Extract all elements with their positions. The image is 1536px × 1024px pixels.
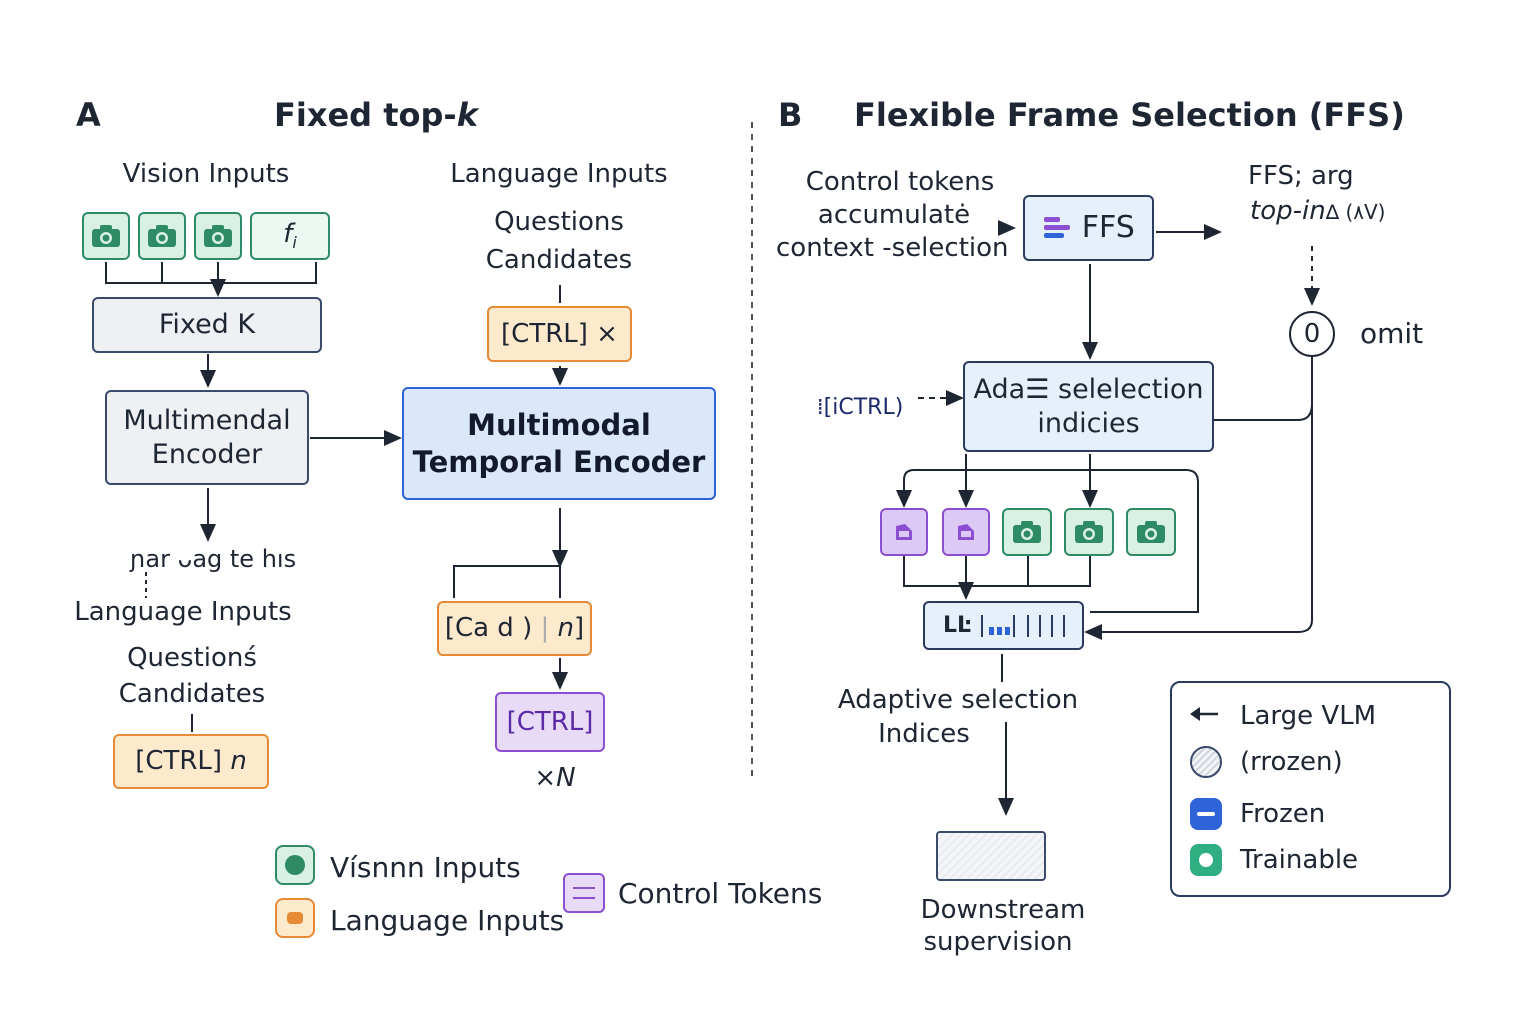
camera-icon <box>194 212 242 260</box>
arrow-left-icon <box>1188 702 1222 726</box>
candidates-bottom: Candidates <box>118 679 266 709</box>
ada-line-1: Ada☰ selelection <box>973 373 1204 405</box>
times-n-var: N <box>556 763 576 793</box>
ada-line-2: indicies <box>1037 407 1140 439</box>
multimendal-encoder-box: Multimendal Encoder <box>105 390 309 485</box>
ffs-icon <box>1044 217 1071 238</box>
candidates-top: Candidates <box>485 245 633 275</box>
trainable-icon <box>1190 844 1222 876</box>
cad-box: [Ca d ) | n] <box>437 601 592 656</box>
questions-top: Questions <box>494 207 624 237</box>
camera-icon <box>138 212 186 260</box>
zero-node: 0 <box>1289 311 1335 357</box>
ctrl-n-text: [CTRL] <box>135 746 223 777</box>
times-symbol: × <box>534 763 557 793</box>
frame-glyph-sub: i <box>292 233 297 253</box>
downstream-line-2: supervision <box>923 927 1073 957</box>
panel-a-title-k: k <box>456 96 478 134</box>
control-token-icon <box>880 508 928 556</box>
selection-bar-box: LĿ <box>923 601 1084 650</box>
control-line-1: Control tokens <box>805 167 995 197</box>
ffs-arg-italic: top-in <box>1250 196 1326 226</box>
temporal-line-2: Temporal Encoder <box>412 444 706 479</box>
vision-legend-icon <box>275 845 315 885</box>
adaptive-line-1: Adaptive selection <box>837 685 1079 715</box>
vision-inputs-label: Vision Inputs <box>122 159 290 189</box>
cad-var: n <box>557 613 575 644</box>
panel-b-title: Flexible Frame Selection (FFS) <box>854 96 1405 134</box>
control-line-3: context -selection <box>776 233 1009 263</box>
panel-a-title-text: Fixed top- <box>274 96 457 134</box>
panel-a-title: Fixed top-k <box>274 96 478 134</box>
cad-suffix: ] <box>574 613 585 644</box>
ctrl-purple-box: [CTRL] <box>495 692 605 752</box>
ctrl-n-var: n <box>230 746 247 777</box>
ffs-box: FFS <box>1023 195 1154 261</box>
control-line-2: accumulatė <box>817 200 971 230</box>
ffs-arg-line-2: top-in∆ (۸Ⅴ) <box>1250 195 1400 228</box>
frame-glyph: fi <box>283 219 297 252</box>
panel-a-letter: A <box>76 96 101 134</box>
garbled-label: ɲar ᴗag te hıs <box>129 545 297 573</box>
temporal-line-1: Multimodal <box>467 408 651 443</box>
omit-label: omit <box>1360 317 1424 350</box>
camera-icon <box>82 212 130 260</box>
language-legend-icon <box>275 898 315 938</box>
frame-glyph-f: f <box>283 219 293 250</box>
downstream-box <box>936 831 1046 881</box>
legend-language-label: Language Inputs <box>330 904 565 937</box>
bar-text: LĿ <box>943 612 972 638</box>
adaptive-line-2: Indices <box>878 719 970 749</box>
frozen-icon <box>1190 798 1222 830</box>
cad-text: [Ca d ) <box>444 613 533 644</box>
camera-icon <box>1064 508 1114 556</box>
questions-bottom: Questionś <box>127 643 257 673</box>
language-inputs-top: Language Inputs <box>450 159 668 189</box>
legend-control-label: Control Tokens <box>618 877 823 910</box>
control-token-icon <box>942 508 990 556</box>
multimodal-temporal-encoder-box: Multimodal Temporal Encoder <box>402 387 716 500</box>
times-n-label: ×N <box>520 762 590 795</box>
index-bars-icon <box>981 614 1066 637</box>
legend-frozen: Frozen <box>1240 799 1326 829</box>
camera-icon <box>1126 508 1176 556</box>
encoder-line-2: Encoder <box>151 438 263 470</box>
ffs-label: FFS <box>1081 210 1135 246</box>
ada-selection-box: Ada☰ selelection indicies <box>963 361 1214 452</box>
ictrl-label: ⁞[iCTRL) <box>816 395 904 420</box>
ffs-arg-rest: ∆ (۸Ⅴ) <box>1325 200 1386 224</box>
downstream-line-1: Downstream <box>920 895 1086 925</box>
camera-icon <box>1002 508 1052 556</box>
legend-trainable: Trainable <box>1240 845 1359 875</box>
frame-placeholder: fi <box>250 212 330 260</box>
ffs-arg-line-1: FFS; arg <box>1248 161 1354 191</box>
cad-divider: | <box>540 613 550 644</box>
control-legend-icon <box>563 873 605 913</box>
fixed-k-box: Fixed K <box>92 297 322 353</box>
panel-b-letter: B <box>778 96 803 134</box>
legend-rrozen: (rrozen) <box>1240 747 1343 777</box>
ctrl-n-box: [CTRL] n <box>113 734 269 789</box>
ctrl-x-box: [CTRL] × <box>487 306 632 362</box>
hatched-circle-icon <box>1190 746 1222 778</box>
legend-vision-label: Vísnnn Inputs <box>330 851 521 884</box>
language-inputs-bottom: Language Inputs <box>74 597 292 627</box>
legend-large-vlm: Large VLM <box>1240 701 1377 731</box>
encoder-line-1: Multimendal <box>123 404 291 436</box>
